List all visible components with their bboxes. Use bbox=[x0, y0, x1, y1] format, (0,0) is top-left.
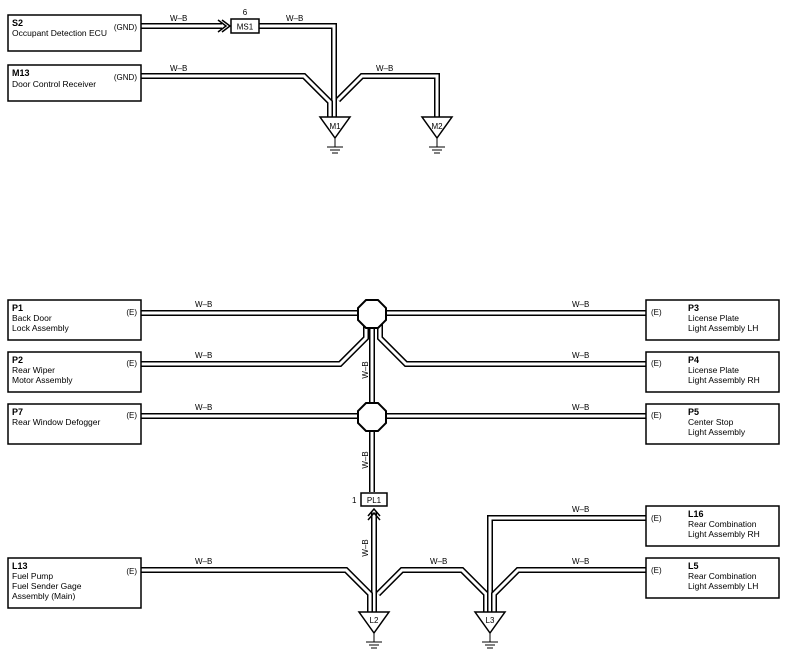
component-p1-pin: (E) bbox=[126, 308, 137, 317]
component-p2: P2 Rear Wiper Motor Assembly (E) bbox=[7, 351, 142, 393]
wire-label-m13: W–B bbox=[170, 64, 187, 73]
ground-m2: M2 bbox=[420, 116, 454, 154]
wire-label-vert-1: W–B bbox=[361, 361, 370, 378]
wire-label-p2: W–B bbox=[195, 351, 212, 360]
component-p3-code: P3 bbox=[688, 303, 699, 313]
component-p5: (E) P5 Center Stop Light Assembly bbox=[645, 403, 780, 445]
ground-l2: L2 bbox=[357, 611, 391, 649]
component-p2-name-1: Rear Wiper bbox=[12, 365, 55, 375]
component-s2-code: S2 bbox=[12, 18, 23, 28]
component-p2-name-2: Motor Assembly bbox=[12, 375, 73, 385]
connector-ms1-pin: 6 bbox=[243, 8, 248, 17]
component-p3: (E) P3 License Plate Light Assembly LH bbox=[645, 299, 780, 341]
wire-labels: W–B W–B W–B W–B W–B W–B W–B W–B W–B W–B … bbox=[170, 14, 589, 566]
component-l16: (E) L16 Rear Combination Light Assembly … bbox=[645, 505, 780, 547]
ground-l2-label: L2 bbox=[370, 616, 379, 625]
ground-m1-label: M1 bbox=[329, 122, 341, 131]
component-s2: S2 Occupant Detection ECU (GND) bbox=[7, 14, 142, 52]
component-p4-name-2: Light Assembly RH bbox=[688, 375, 760, 385]
component-p4-pin: (E) bbox=[651, 359, 662, 368]
component-l16-pin: (E) bbox=[651, 514, 662, 523]
ground-l3-label: L3 bbox=[486, 616, 495, 625]
component-l13-name-2: Fuel Sender Gage bbox=[12, 581, 82, 591]
wire-label-vert-2: W–B bbox=[361, 451, 370, 468]
component-l5-name-1: Rear Combination bbox=[688, 571, 757, 581]
wire-label-l5: W–B bbox=[572, 557, 589, 566]
ground-m1: M1 bbox=[318, 116, 352, 154]
component-p7: P7 Rear Window Defogger (E) bbox=[7, 403, 142, 445]
wire-label-p5: W–B bbox=[572, 403, 589, 412]
wire-label-vert-3: W–B bbox=[361, 539, 370, 556]
component-p4: (E) P4 License Plate Light Assembly RH bbox=[645, 351, 780, 393]
component-p1-name-1: Back Door bbox=[12, 313, 52, 323]
connector-ms1: MS1 6 bbox=[217, 8, 260, 34]
component-p5-name-2: Light Assembly bbox=[688, 427, 746, 437]
component-p1-name-2: Lock Assembly bbox=[12, 323, 69, 333]
component-m13-code: M13 bbox=[12, 68, 30, 78]
component-m13-name: Door Control Receiver bbox=[12, 79, 96, 89]
wire-m1-m2 bbox=[335, 73, 440, 117]
component-m13: M13 Door Control Receiver (GND) bbox=[7, 64, 142, 102]
component-p7-name: Rear Window Defogger bbox=[12, 417, 101, 427]
component-p3-pin: (E) bbox=[651, 308, 662, 317]
component-p3-name-1: License Plate bbox=[688, 313, 739, 323]
component-p1-code: P1 bbox=[12, 303, 23, 313]
wire-label-l16: W–B bbox=[572, 505, 589, 514]
component-p7-pin: (E) bbox=[126, 411, 137, 420]
wire-label-s2: W–B bbox=[170, 14, 187, 23]
connector-ms1-label: MS1 bbox=[237, 23, 254, 32]
wire-ms1-m1 bbox=[259, 23, 337, 117]
component-p7-code: P7 bbox=[12, 407, 23, 417]
component-l16-name-2: Light Assembly RH bbox=[688, 529, 760, 539]
component-p1: P1 Back Door Lock Assembly (E) bbox=[7, 299, 142, 341]
component-l13-name-3: Assembly (Main) bbox=[12, 591, 75, 601]
bottom-wires bbox=[141, 310, 646, 612]
wire-label-p3: W–B bbox=[572, 300, 589, 309]
component-l16-code: L16 bbox=[688, 509, 704, 519]
ground-m2-label: M2 bbox=[431, 122, 443, 131]
wire-label-m2: W–B bbox=[376, 64, 393, 73]
component-p2-pin: (E) bbox=[126, 359, 137, 368]
component-p5-code: P5 bbox=[688, 407, 699, 417]
component-l13-name-1: Fuel Pump bbox=[12, 571, 53, 581]
component-l5-pin: (E) bbox=[651, 566, 662, 575]
wire-label-p7: W–B bbox=[195, 403, 212, 412]
wire-label-l13: W–B bbox=[195, 557, 212, 566]
component-l13-code: L13 bbox=[12, 561, 28, 571]
component-l5-code: L5 bbox=[688, 561, 699, 571]
wire-m13-m1 bbox=[141, 73, 333, 117]
wire-label-l2-l3: W–B bbox=[430, 557, 447, 566]
connector-pl1-box bbox=[360, 492, 388, 507]
component-s2-name: Occupant Detection ECU bbox=[12, 28, 107, 38]
junction-j2 bbox=[357, 402, 387, 432]
junction-j1 bbox=[357, 299, 387, 329]
wire-label-p1: W–B bbox=[195, 300, 212, 309]
top-wires bbox=[141, 23, 440, 117]
component-p5-pin: (E) bbox=[651, 411, 662, 420]
component-l13: L13 Fuel Pump Fuel Sender Gage Assembly … bbox=[7, 557, 142, 609]
component-s2-pin: (GND) bbox=[114, 23, 137, 32]
component-m13-pin: (GND) bbox=[114, 73, 137, 82]
wire-label-ms1: W–B bbox=[286, 14, 303, 23]
ground-l3: L3 bbox=[473, 611, 507, 649]
component-l16-name-1: Rear Combination bbox=[688, 519, 757, 529]
connector-pl1-label: PL1 bbox=[367, 496, 382, 505]
wire-label-p4: W–B bbox=[572, 351, 589, 360]
component-p4-code: P4 bbox=[688, 355, 699, 365]
component-p5-name-1: Center Stop bbox=[688, 417, 734, 427]
component-l13-pin: (E) bbox=[126, 567, 137, 576]
connector-pl1-pin: 1 bbox=[352, 496, 357, 505]
component-p2-code: P2 bbox=[12, 355, 23, 365]
component-p4-name-1: License Plate bbox=[688, 365, 739, 375]
connector-ms1-box bbox=[230, 18, 260, 34]
connector-pl1: PL1 1 bbox=[352, 492, 388, 521]
component-p3-name-2: Light Assembly LH bbox=[688, 323, 758, 333]
component-l5: (E) L5 Rear Combination Light Assembly L… bbox=[645, 557, 780, 599]
component-l5-name-2: Light Assembly LH bbox=[688, 581, 758, 591]
